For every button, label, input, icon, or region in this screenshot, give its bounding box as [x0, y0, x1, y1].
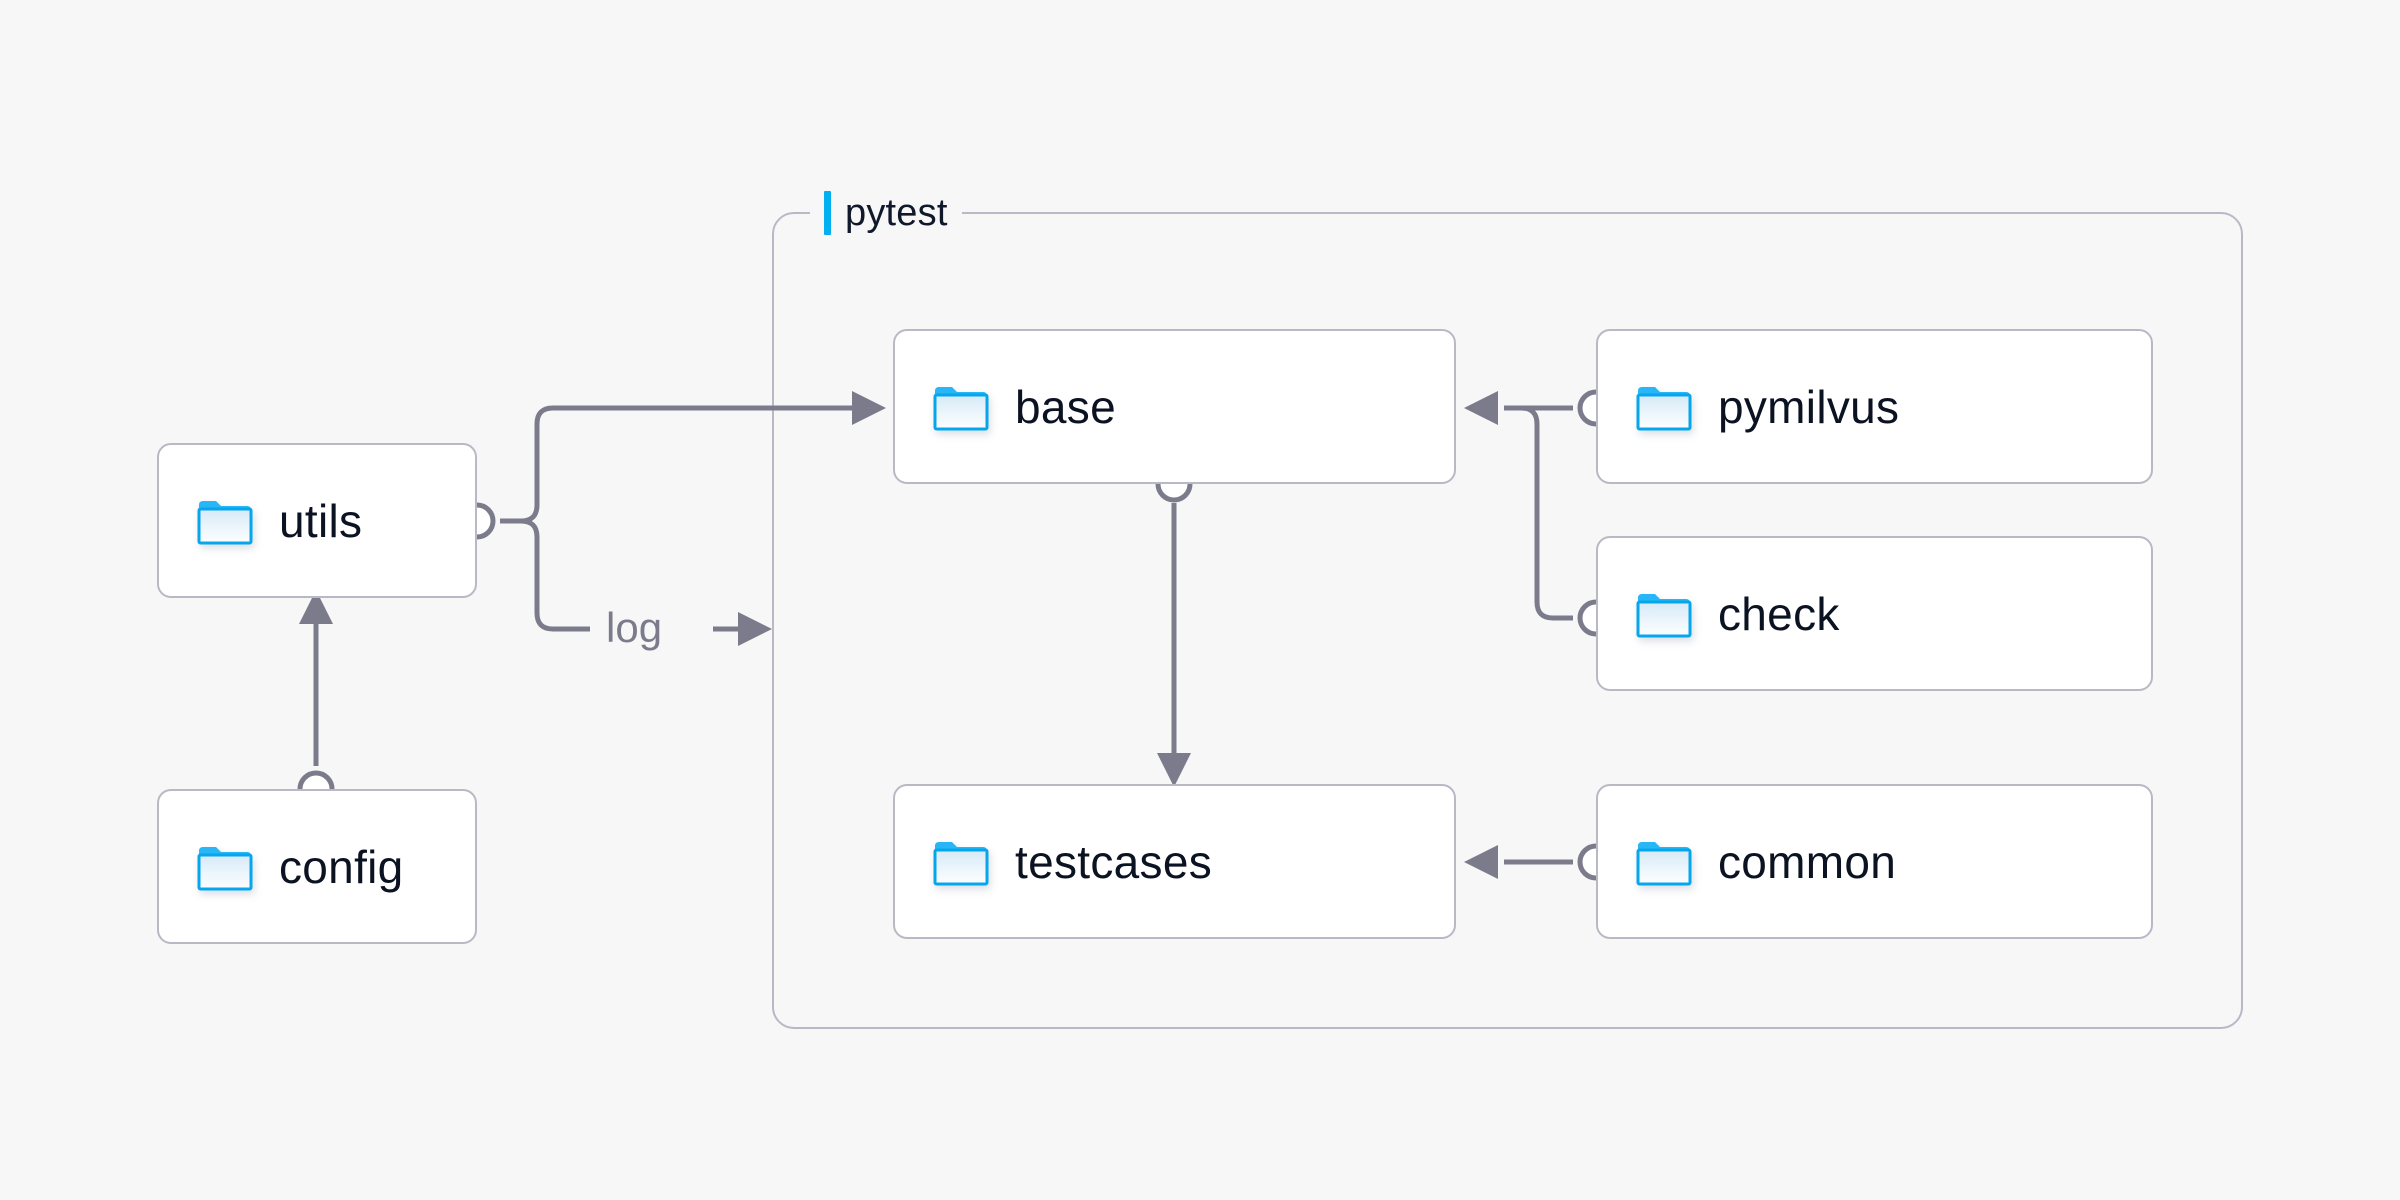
node-config[interactable]: config: [157, 789, 477, 944]
subgraph-pytest-label: pytest: [810, 190, 962, 236]
folder-icon: [1636, 838, 1692, 886]
folder-icon: [1636, 383, 1692, 431]
node-pymilvus[interactable]: pymilvus: [1596, 329, 2153, 484]
node-label-testcases: testcases: [1015, 835, 1213, 888]
folder-icon: [197, 497, 253, 545]
edge-label-log: log: [598, 605, 671, 651]
subgraph-pytest: [772, 212, 2243, 1029]
subgraph-title: pytest: [845, 192, 948, 234]
node-check[interactable]: check: [1596, 536, 2153, 691]
edge-config-to-utils: [297, 590, 335, 808]
node-label-check: check: [1718, 587, 1840, 640]
folder-icon: [197, 843, 253, 891]
node-label-base: base: [1015, 380, 1116, 433]
accent-bar-icon: [824, 191, 831, 235]
node-common[interactable]: common: [1596, 784, 2153, 939]
folder-icon: [1636, 590, 1692, 638]
node-label-utils: utils: [279, 494, 363, 547]
node-label-common: common: [1718, 835, 1897, 888]
node-testcases[interactable]: testcases: [893, 784, 1456, 939]
node-label-pymilvus: pymilvus: [1718, 380, 1900, 433]
node-label-config: config: [279, 840, 404, 893]
node-utils[interactable]: utils: [157, 443, 477, 598]
folder-icon: [933, 383, 989, 431]
node-base[interactable]: base: [893, 329, 1456, 484]
folder-icon: [933, 838, 989, 886]
